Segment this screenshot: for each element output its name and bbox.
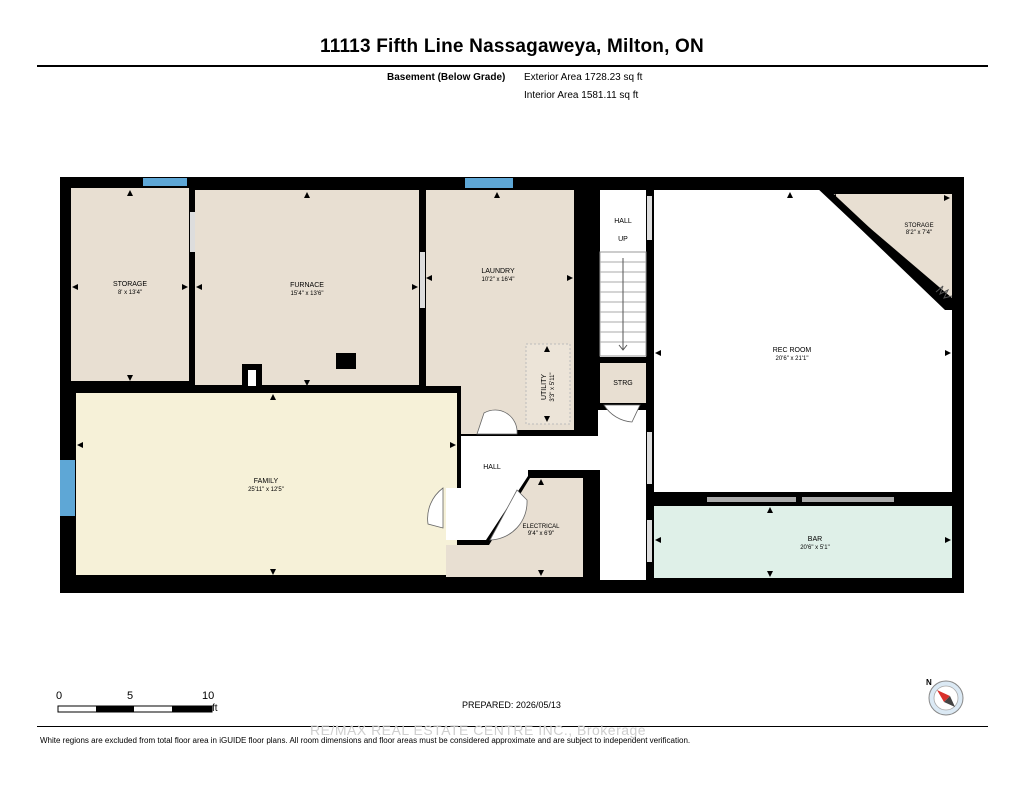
door-bar: [647, 520, 652, 562]
bar-dim: 20'6" x 5'1": [800, 545, 830, 551]
utility-closet: [525, 343, 571, 425]
compass-icon: N: [926, 678, 964, 716]
storage-right-label: STORAGE: [904, 223, 933, 229]
scale-bar: [57, 705, 213, 713]
staircase: [599, 251, 647, 357]
page-title: 11113 Fifth Line Nassagaweya, Milton, ON: [320, 36, 704, 57]
scale-tick-10: 10: [202, 690, 215, 702]
door-swing-storage-right: [935, 285, 953, 299]
family-dim: 25'11" x 12'5": [248, 487, 284, 493]
compass-north-label: N: [926, 678, 932, 687]
electrical-label: ELECTRICAL: [522, 524, 560, 530]
furnace-room: [195, 190, 419, 385]
utility-dim: 3'3" x 5'11": [550, 372, 556, 401]
door-swing-strg: [603, 404, 641, 423]
electrical-dim: 9'4" x 6'9": [528, 531, 554, 537]
diagonal-wall: [817, 183, 951, 309]
storage-right-dim: 8'2" x 7'4": [906, 230, 932, 236]
window-storage: [143, 178, 187, 186]
storage-left-dim: 8' x 13'4": [118, 290, 142, 296]
door-storage: [190, 212, 195, 252]
footer-rule: [37, 726, 988, 727]
door-hall-rec-lower: [647, 432, 652, 484]
brokerage-watermark: RE/MAX REAL ESTATE CENTRE INC., Brokerag…: [310, 722, 647, 738]
laundry-dim: 10'2" x 16'4": [482, 277, 515, 283]
hall-middle: [446, 410, 646, 580]
furnace-label: FURNACE: [290, 282, 324, 289]
furnace-dim: 15'4" x 13'6": [291, 291, 324, 297]
family-room: [76, 393, 457, 575]
door-swing-family: [427, 487, 444, 529]
interior-area: Interior Area 1581.11 sq ft: [524, 90, 639, 101]
window-family: [60, 460, 75, 516]
header-rule: [37, 65, 988, 67]
strg-label: STRG: [613, 380, 632, 387]
bar-post: [796, 493, 802, 505]
dimension-markers: [72, 190, 951, 577]
door-swing-laundry: [476, 409, 518, 435]
window-laundry: [465, 178, 513, 188]
bar-room: [654, 506, 952, 578]
storage-left-label: STORAGE: [113, 281, 147, 288]
footer-disclaimer: White regions are excluded from total fl…: [40, 736, 691, 745]
rec-room-dim: 20'6" x 21'1": [776, 356, 809, 362]
utility-label: UTILITY: [541, 374, 548, 400]
storage-left-room: [71, 188, 189, 381]
door-swing-electrical: [489, 489, 528, 541]
furnace-unit: [336, 353, 356, 369]
scale-tick-5: 5: [127, 690, 134, 702]
scale-unit: ft: [212, 703, 218, 714]
exterior-area: Exterior Area 1728.23 sq ft: [524, 72, 643, 83]
rec-room: [654, 190, 952, 492]
family-label: FAMILY: [254, 478, 279, 485]
door-hall-rec: [647, 196, 652, 240]
stairs-up-label: UP: [618, 236, 628, 243]
hall-top-label: HALL: [614, 218, 632, 225]
scale-tick-0: 0: [56, 690, 63, 702]
strg-room: [600, 363, 646, 403]
bar-label: BAR: [808, 536, 822, 543]
rec-room-label: REC ROOM: [773, 347, 812, 354]
floor-label: Basement (Below Grade): [387, 72, 506, 83]
prepared-date: PREPARED: 2026/05/13: [462, 700, 561, 710]
door-furnace: [420, 252, 425, 308]
laundry-label: LAUNDRY: [481, 268, 515, 275]
hall-mid-label: HALL: [483, 464, 501, 471]
